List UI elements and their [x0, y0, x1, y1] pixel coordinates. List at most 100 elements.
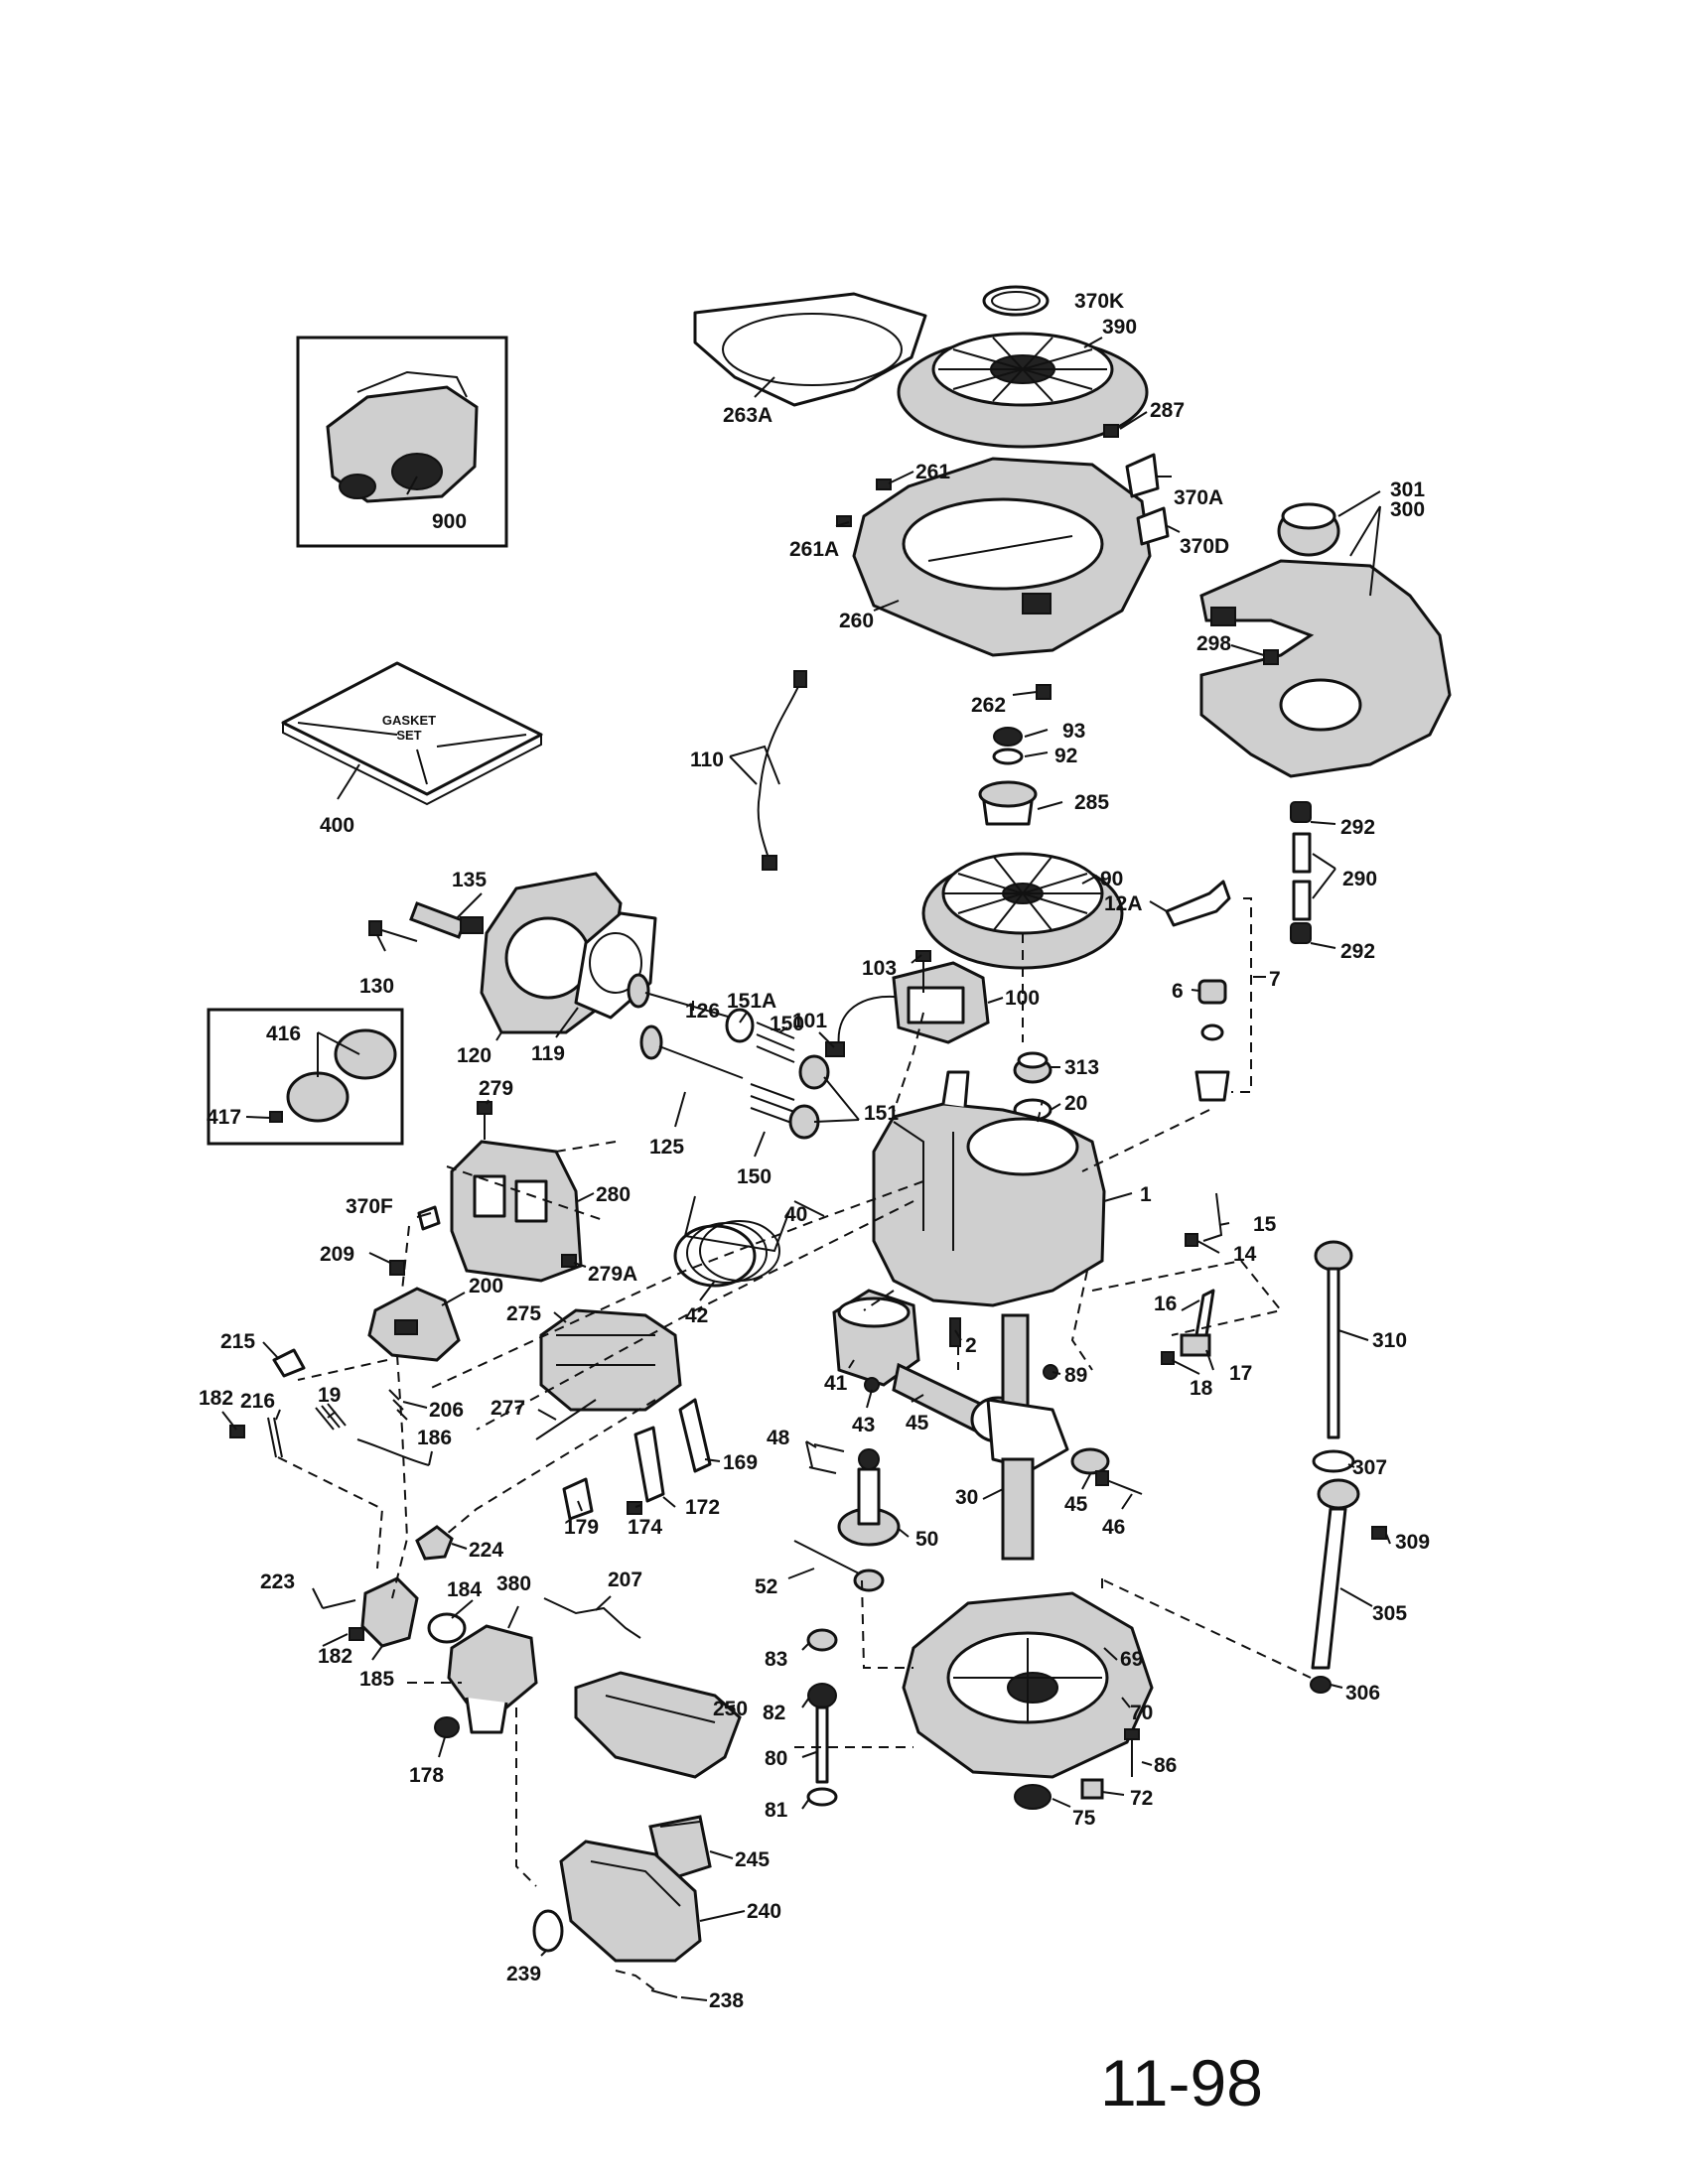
label-86: 86 — [1154, 1754, 1177, 1777]
label-285: 285 — [1074, 791, 1109, 814]
label-262: 262 — [971, 694, 1006, 717]
part-238-screw — [650, 1989, 678, 1998]
label-14: 14 — [1233, 1243, 1257, 1266]
label-125: 125 — [649, 1136, 684, 1159]
label-30: 30 — [955, 1486, 978, 1509]
label-169: 169 — [723, 1451, 758, 1474]
part-275-muffler — [539, 1308, 682, 1412]
part-126-exhaust-valve — [627, 973, 736, 1020]
label-370F: 370F — [346, 1195, 393, 1218]
label-184: 184 — [447, 1578, 482, 1601]
part-110-ignition-wire — [757, 670, 807, 871]
label-93: 93 — [1062, 720, 1085, 743]
label-380: 380 — [496, 1572, 531, 1595]
label-287: 287 — [1150, 399, 1185, 422]
label-80: 80 — [765, 1747, 787, 1770]
gasket-set-box: GASKET SET — [281, 661, 543, 806]
part-260-blower-housing — [852, 457, 1152, 657]
label-126: 126 — [685, 1000, 720, 1023]
part-2-dowel-pin — [949, 1317, 961, 1347]
part-370A-decal — [1125, 453, 1160, 498]
part-150-valve-spring-lower — [750, 1083, 795, 1125]
part-200-control-bracket — [367, 1287, 461, 1362]
part-174-screw — [627, 1501, 642, 1515]
part-380-carburetor — [447, 1624, 538, 1734]
part-305-fill-tube — [1311, 1478, 1360, 1670]
gasket-box-line2: SET — [396, 728, 421, 743]
part-301-fuel-cap — [1277, 502, 1340, 557]
part-307-oring — [1312, 1449, 1355, 1473]
label-292-lower: 292 — [1340, 940, 1375, 963]
label-400: 400 — [320, 814, 354, 837]
label-263A: 263A — [723, 404, 772, 427]
part-70-crankcase-sump — [902, 1591, 1154, 1779]
label-290: 290 — [1342, 868, 1377, 890]
part-45-rod-cap — [1070, 1447, 1110, 1475]
label-239: 239 — [506, 1963, 541, 1985]
label-275: 275 — [506, 1302, 541, 1325]
label-416: 416 — [266, 1023, 301, 1045]
part-209-screw — [389, 1260, 405, 1276]
label-200: 200 — [469, 1275, 503, 1297]
label-70: 70 — [1130, 1702, 1153, 1724]
part-86-bolt — [1124, 1728, 1140, 1777]
part-370K-ring — [982, 285, 1050, 317]
part-17-clamp — [1180, 1333, 1211, 1357]
label-417: 417 — [207, 1106, 241, 1129]
emblem-box — [207, 1008, 404, 1146]
part-75-oil-seal — [1014, 1784, 1052, 1810]
label-6: 6 — [1172, 980, 1184, 1003]
label-238: 238 — [709, 1989, 744, 2012]
part-172-gasket — [633, 1426, 665, 1503]
part-14-nut — [1185, 1233, 1198, 1247]
label-100: 100 — [1005, 987, 1040, 1010]
label-20: 20 — [1064, 1092, 1087, 1115]
label-292-upper: 292 — [1340, 816, 1375, 839]
part-103-bolt — [915, 950, 931, 993]
label-110: 110 — [690, 749, 724, 771]
part-135-spark-plug — [409, 901, 484, 939]
label-250: 250 — [713, 1698, 748, 1720]
part-313-seal — [1013, 1051, 1052, 1084]
part-81-washer — [806, 1787, 838, 1807]
label-16: 16 — [1154, 1293, 1177, 1315]
label-279: 279 — [479, 1077, 513, 1100]
label-370D: 370D — [1180, 535, 1229, 558]
label-277: 277 — [491, 1397, 525, 1420]
part-50-camshaft — [837, 1448, 901, 1547]
label-42: 42 — [685, 1304, 708, 1327]
part-280-intake-spacer — [450, 1140, 583, 1283]
label-179: 179 — [564, 1516, 599, 1539]
part-292-clamp — [1290, 801, 1312, 823]
label-69: 69 — [1120, 1648, 1143, 1671]
assembly-dashed-lines — [277, 897, 1312, 1991]
part-300-fuel-tank — [1199, 559, 1452, 778]
part-92-washer — [992, 748, 1024, 765]
label-207: 207 — [608, 1569, 642, 1591]
label-223: 223 — [260, 1570, 295, 1593]
part-239-gasket — [532, 1909, 564, 1953]
part-370F-decal — [417, 1205, 441, 1231]
label-298: 298 — [1196, 632, 1231, 655]
part-125-intake-valve — [639, 1024, 744, 1079]
part-185-carb-base — [360, 1576, 419, 1648]
part-1-cylinder-block — [872, 1070, 1106, 1307]
label-313: 313 — [1064, 1056, 1099, 1079]
part-178-bowl-nut — [434, 1716, 460, 1738]
part-298-screw — [1263, 649, 1279, 665]
label-305: 305 — [1372, 1602, 1407, 1625]
part-263A-cover — [693, 292, 927, 407]
part-52-shaft — [793, 1540, 885, 1592]
part-285-starter-cup — [978, 780, 1038, 826]
part-279A-screw — [561, 1254, 577, 1268]
part-169-gasket — [678, 1398, 712, 1473]
label-72: 72 — [1130, 1787, 1153, 1810]
part-90-flywheel — [921, 852, 1124, 970]
label-390: 390 — [1102, 316, 1137, 339]
part-130-bolt — [368, 920, 418, 942]
part-261A-screw — [836, 515, 852, 527]
part-207-link — [543, 1597, 641, 1639]
label-150-lower: 150 — [737, 1165, 772, 1188]
part-206-spring — [388, 1389, 408, 1421]
